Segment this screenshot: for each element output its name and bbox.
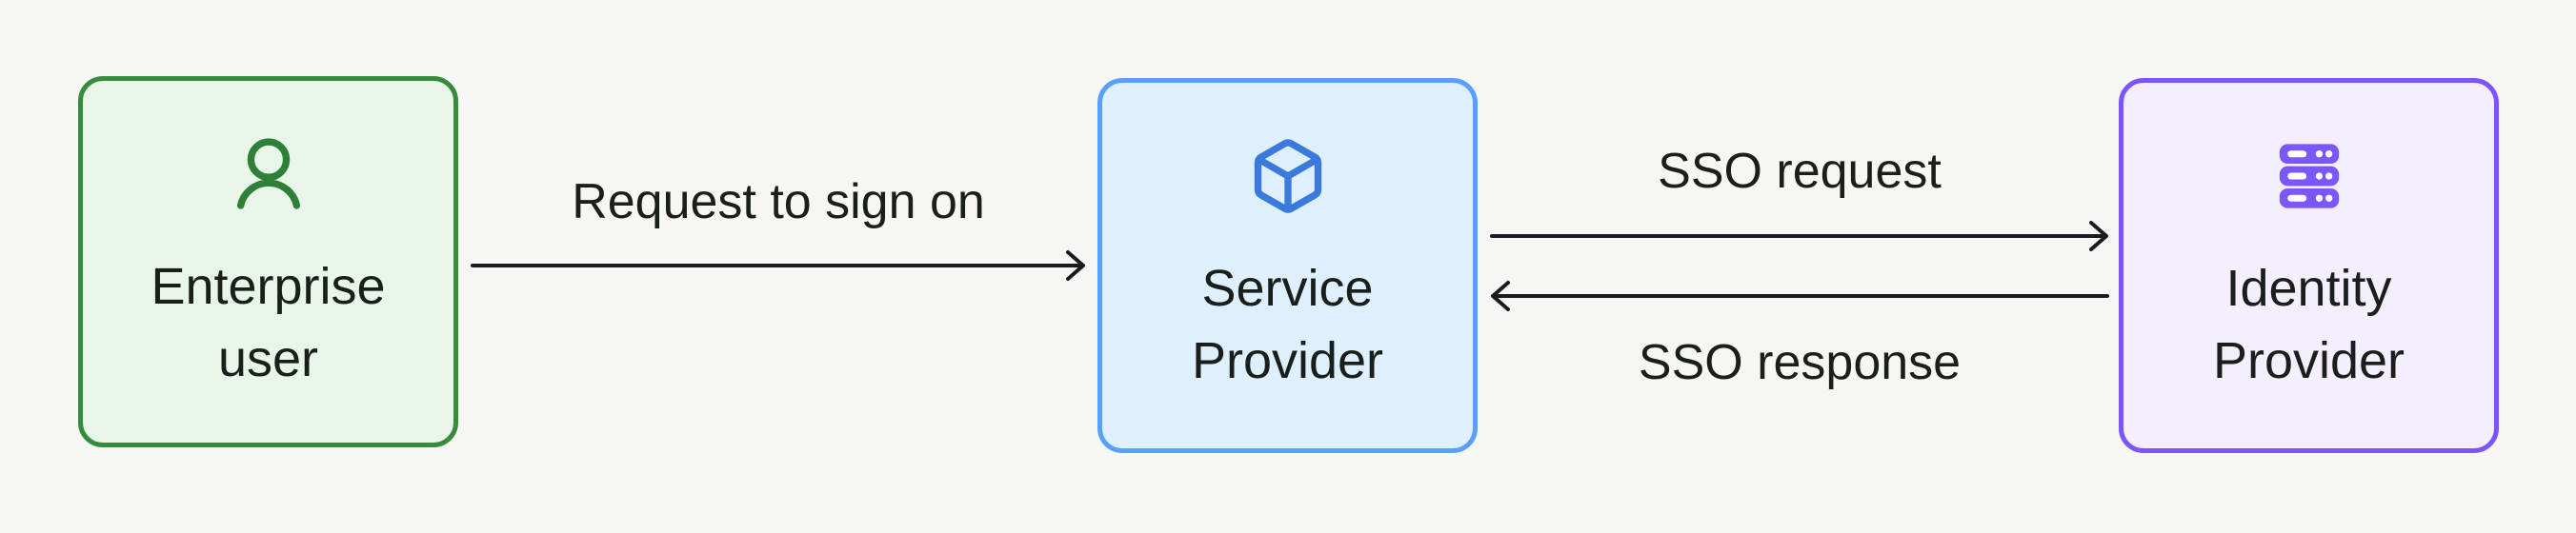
- node-label-line2: user: [217, 330, 319, 387]
- arrow-left-sso-response: [1489, 275, 2110, 317]
- node-label-line1: Identity: [2225, 260, 2392, 317]
- node-label-line2: Provider: [1191, 332, 1384, 389]
- node-label-line1: Enterprise: [151, 258, 386, 315]
- arrow-right-sso-request: [1489, 215, 2110, 257]
- node-enterprise-user: Enterprise user: [78, 76, 458, 447]
- node-label-line2: Provider: [2212, 332, 2405, 389]
- cube-icon: [1248, 136, 1328, 216]
- edge-label-sso-response: SSO response: [1638, 335, 1962, 390]
- node-identity-provider: Identity Provider: [2119, 78, 2499, 453]
- arrow-right-request-to-sign-on: [470, 245, 1087, 286]
- node-label-identity-provider: Identity Provider: [2213, 252, 2405, 397]
- user-icon: [229, 134, 309, 214]
- node-label-line1: Service: [1201, 260, 1374, 317]
- server-icon: [2269, 136, 2349, 216]
- edge-label-request-to-sign-on: Request to sign on: [572, 174, 985, 229]
- node-service-provider: Service Provider: [1097, 78, 1478, 453]
- edge-label-sso-request: SSO request: [1658, 144, 1942, 199]
- node-label-service-provider: Service Provider: [1192, 252, 1383, 397]
- node-label-enterprise-user: Enterprise user: [151, 250, 385, 395]
